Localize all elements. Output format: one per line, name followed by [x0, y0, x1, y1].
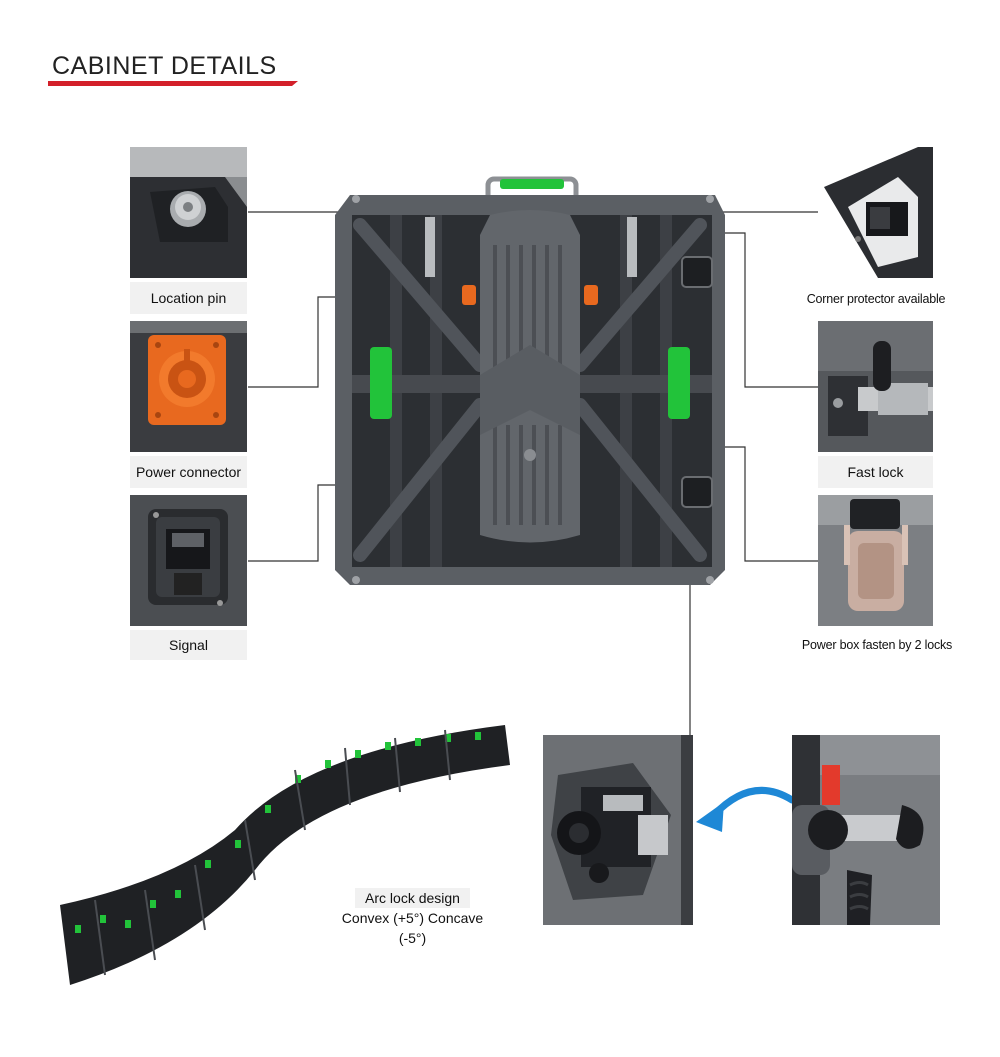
power-connector-label: Power connector	[135, 464, 242, 480]
corner-protector-label: Corner protector available	[806, 292, 946, 306]
arc-lock-title: Arc lock design	[355, 888, 470, 908]
arc-lock-caption: Arc lock design Convex (+5°) Concave (-5…	[330, 888, 495, 948]
corner-protector-caption: Corner protector available	[800, 286, 952, 312]
location-pin-label: Location pin	[150, 290, 227, 306]
side-lock-knob-photo	[792, 735, 940, 925]
fast-lock-photo	[818, 321, 933, 452]
arc-lock-subtitle: Convex (+5°) Concave (-5°)	[341, 910, 484, 946]
power-connector-caption: Power connector	[130, 456, 247, 488]
fast-lock-caption: Fast lock	[818, 456, 933, 488]
latch-lock-photo	[818, 495, 933, 626]
title-underline	[48, 81, 298, 86]
signal-port-photo	[130, 495, 247, 626]
rotate-arrow-icon	[696, 786, 796, 832]
signal-caption: Signal	[130, 630, 247, 660]
arc-wall-illustration	[60, 725, 510, 985]
fast-lock-label: Fast lock	[847, 464, 904, 480]
signal-label: Signal	[169, 637, 208, 653]
cabinet-back-view	[335, 176, 725, 585]
latch-lock-caption: Power box fasten by 2 locks	[798, 632, 956, 658]
power-connector-photo	[130, 321, 247, 452]
location-pin-caption: Location pin	[130, 282, 247, 314]
location-pin-photo	[130, 147, 247, 278]
corner-protector-photo	[818, 147, 933, 278]
latch-lock-label: Power box fasten by 2 locks	[801, 638, 953, 652]
arc-lock-closeup-photo	[543, 735, 693, 925]
page-title: CABINET DETAILS	[52, 52, 277, 80]
